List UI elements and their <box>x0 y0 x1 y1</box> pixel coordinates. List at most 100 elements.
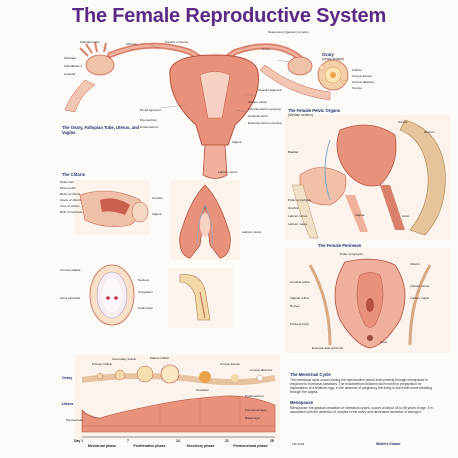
label-per-anal-sphincter: External anal sphincter <box>312 346 344 350</box>
label-ampulla: Ampulla <box>64 72 76 76</box>
label-cycle-mature: Mature follicle <box>150 356 170 360</box>
label-pelvic-labium-minus: Labium minus <box>288 214 308 218</box>
label-pelvic-bladder: Bladder <box>288 150 299 154</box>
publisher-logo: Wolters Kluwer <box>376 442 401 446</box>
label-clit-mons: Mons pubis <box>60 186 76 190</box>
leader-lines <box>99 44 291 113</box>
label-corpus-luteum: Corpus luteum <box>352 74 373 78</box>
label-clit-glans: Glans of clitoris <box>60 198 82 202</box>
label-follicle: Follicle <box>352 68 362 72</box>
label-per-perineal-body: Perineal body <box>290 322 309 326</box>
label-infundibulum: Infundibulum <box>64 64 82 68</box>
clitoris-anterior-illustration <box>170 180 240 260</box>
phase-secretory: Secretory phase <box>186 444 215 448</box>
label-internal-opening: Internal uterine opening <box>248 107 281 111</box>
menstrual-cycle-illustration <box>75 355 280 440</box>
phase-proliferative: Proliferative phase <box>133 444 166 448</box>
label-per-labium-minus: Labium minus <box>410 284 430 288</box>
label-endometrium: Endometrium <box>140 125 159 129</box>
phase-premenstrual: Premenstrual phase <box>233 444 268 448</box>
label-egg-polar-body: Polar body <box>138 306 153 310</box>
label-suspensory-ligament: Suspensory ligament of ovary <box>268 30 309 34</box>
label-myometrium: Myometrium <box>140 118 158 122</box>
label-per-pubic: Pubic symphysis <box>340 252 364 256</box>
label-cycle-endometrium: Endometrium <box>245 394 264 398</box>
pelvic-organs-illustration <box>285 115 450 240</box>
cycle-body-text: The menstrual cycle occurs during the re… <box>290 378 432 395</box>
label-cycle-secondary: Secondary follicle <box>112 357 137 361</box>
ovary-section-title: Ovary <box>322 52 334 57</box>
cycle-day-7: 7 <box>127 439 129 443</box>
ovary-row-label: Ovary <box>62 376 73 380</box>
label-pelvic-pubic-symphysis: Pubic symphysis <box>288 198 312 202</box>
label-cycle-primary: Primary follicle <box>92 362 113 366</box>
ovary-cross-section <box>317 59 349 91</box>
label-egg-corona: Corona radiata <box>60 268 81 272</box>
label-egg-cytoplasm: Cytoplasm <box>138 290 153 294</box>
menopause-section-title: Menopause <box>290 400 314 405</box>
label-broad-ligament: Broad ligament <box>140 108 161 112</box>
label-per-anus: Anus <box>380 340 388 344</box>
menopause-body-text: Menopause: the gradual cessation of mens… <box>290 406 433 415</box>
label-vagina: Vagina <box>232 140 242 144</box>
label-fimbriae: Fimbriae <box>64 56 77 60</box>
oocyte-illustration <box>89 264 135 326</box>
label-clit-labium-minus: Labium minus <box>242 230 262 234</box>
label-clit-crus: Crus of clitoris <box>60 204 80 208</box>
label-cycle-corpus-luteum: Corpus luteum <box>220 362 241 366</box>
phase-menstrual: Menstrual phase <box>87 444 117 448</box>
uterus-tubes-illustration <box>64 41 331 179</box>
label-cycle-functional: Functional layer <box>245 408 267 412</box>
uterus-row-label: Uterus <box>62 402 74 406</box>
pelvic-section-subtitle: (Median section) <box>288 113 314 117</box>
label-ovarian-ligament: Ovarian ligament <box>258 88 282 92</box>
label-cervical-canal: Cervical canal <box>248 114 268 118</box>
label-pelvic-labium-majus: Labium majus <box>288 222 308 226</box>
sperm-illustration <box>168 268 233 328</box>
label-uterine-cavity: Uterine cavity <box>248 100 267 104</box>
label-fallopian-tube: Fallopian tube <box>80 40 100 44</box>
label-clit-pubic-hair: Pubic hair <box>60 180 74 184</box>
label-clit-urethra: Urethra <box>152 196 163 200</box>
label-pelvic-urethra: Urethra <box>288 206 299 210</box>
label-cycle-corpus-albicans: Corpus albicans <box>250 368 273 372</box>
label-clit-body: Body of clitoris <box>60 192 81 196</box>
clitoris-illustration <box>75 180 150 235</box>
label-external-opening: External uterine opening <box>248 121 282 125</box>
label-labium-minus: Labium minus <box>218 170 238 174</box>
label-pelvic-vagina: Vagina <box>355 213 365 217</box>
label-pelvic-anus: Anus <box>402 214 410 218</box>
cycle-section-title: The Menstrual Cycle <box>290 372 331 377</box>
label-per-vaginal: Vaginal orifice <box>290 296 310 300</box>
label-ovary: Ovary <box>262 47 271 51</box>
cycle-day-1: Day 1 <box>74 439 84 443</box>
label-corpus-albicans: Corpus albicans <box>352 80 375 84</box>
cycle-day-28: 28 <box>270 439 274 443</box>
pelvic-section-title: The Female Pelvic Organs <box>288 108 341 113</box>
footer-code: TM 1234 <box>292 442 305 446</box>
label-cycle-basal: Basal layer <box>245 416 261 420</box>
label-cycle-myometrium: Myometrium <box>66 418 84 422</box>
label-clit-bulb: Bulb of vestibule <box>60 210 83 214</box>
label-oocyte: Oocyte <box>352 86 362 90</box>
perineum-illustration <box>285 248 450 353</box>
label-pelvic-uterus: Uterus <box>398 120 408 124</box>
label-egg-zona: Zona pellucida <box>60 296 81 300</box>
perineum-section-title: The Female Perineum <box>318 243 362 248</box>
clitoris-section-title: The Clitoris <box>62 172 86 177</box>
ovary-tubes-section-title: The Ovary, Fallopian Tube, Uterus, and V… <box>62 125 140 135</box>
label-pelvic-rectum: Rectum <box>424 130 435 134</box>
label-per-labium-majus: Labium majus <box>410 296 430 300</box>
label-cycle-ovulation: Ovulation <box>196 388 210 392</box>
ovary-section-subtitle: (cross-section) <box>322 57 345 61</box>
cycle-day-14: 14 <box>176 439 180 443</box>
poster-title: The Female Reproductive System <box>71 5 387 27</box>
label-per-clitoris: Clitoris <box>410 262 420 266</box>
label-fundus: Fundus of uterus <box>165 40 189 44</box>
label-isthmus: Isthmus <box>126 42 137 46</box>
cycle-day-21: 21 <box>225 439 229 443</box>
label-per-hymen: Hymen <box>290 304 300 308</box>
label-egg-nucleus: Nucleus <box>138 278 150 282</box>
